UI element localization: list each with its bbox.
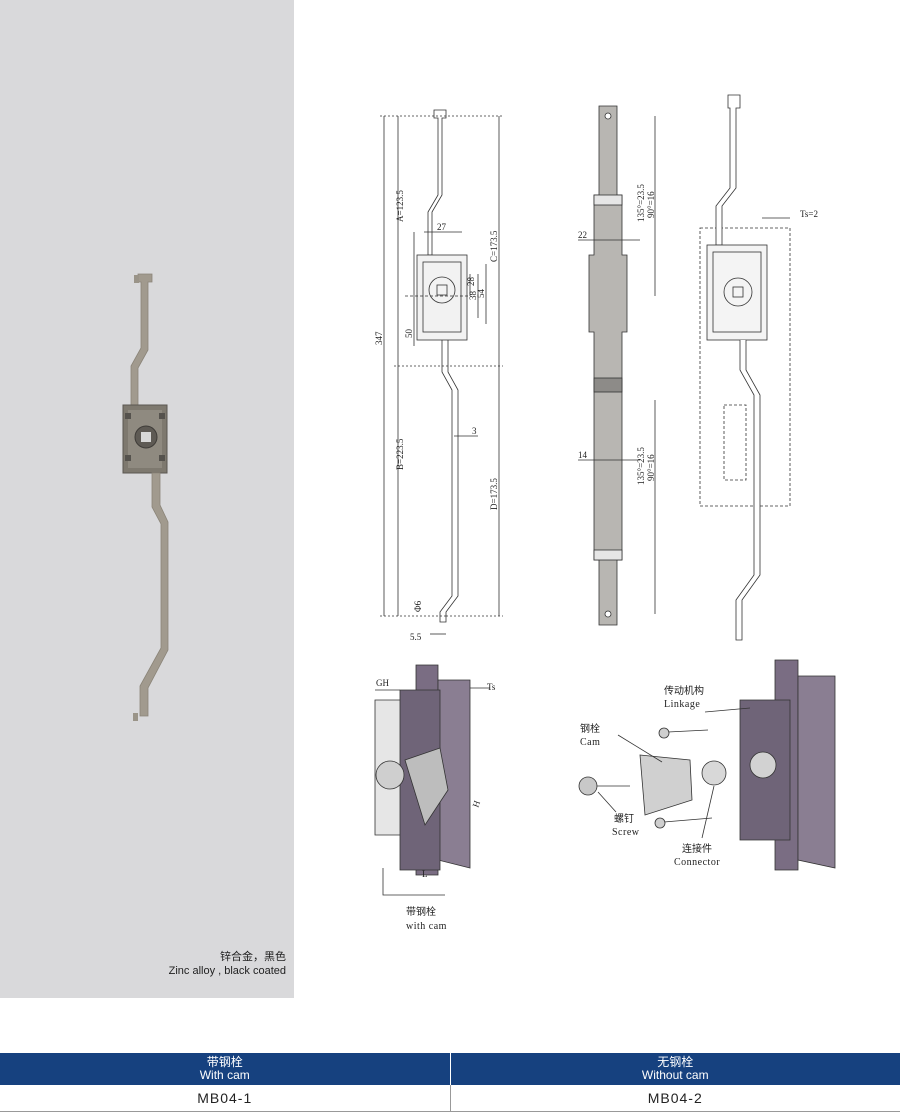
dim-lower-135: 135°=23.5 [636,447,646,485]
with-cam-caption-cn: 带钢栓 [406,905,436,918]
dim-total-length: 347 [374,331,384,345]
dim-50: 50 [404,329,414,339]
detail-left-labels: GH Ts H L 带钢栓 with cam [376,678,496,932]
model-mb04-2: MB04-2 [449,1085,900,1111]
drawing2-dimension-labels: 22 14 135°=23.5 90°=16 135°=23.5 90°=16 [578,184,656,485]
drawing-flat-rod [578,105,656,626]
dim-lower-90: 90°=16 [646,454,656,481]
with-cam-caption-en: with cam [406,921,447,932]
dim-38: 38 [468,291,478,301]
drawing-dimensioned-rod [380,109,503,635]
dim-28: 28 [466,277,476,287]
cam-label-cn: 钢栓 [580,722,600,735]
dim-5-5: 5.5 [410,632,422,642]
dim-width-27: 27 [437,222,447,232]
dim-phi6: Φ6 [413,600,423,612]
gh-label: GH [376,678,389,688]
dim-upper-135: 135°=23.5 [636,184,646,222]
header-with-cam: 带钢栓 With cam [0,1053,450,1085]
model-table-row: MB04-1 MB04-2 [0,1085,900,1112]
dim-d: D=173.5 [489,478,499,510]
drawing-mounted [699,94,791,641]
screw-label-cn: 螺钉 [614,813,634,825]
dim-width-22: 22 [578,230,587,240]
linkage-label-cn: 传动机构 [664,684,704,697]
product-photo [122,273,169,721]
dim-c: C=173.5 [489,230,499,262]
dim-54: 54 [476,289,486,299]
dim-b: B=223.5 [395,438,405,470]
drawing1-dimension-labels: A=123.5 C=173.5 347 27 28 38 54 50 3 B=2… [374,190,499,642]
header-without-cam-en: Without cam [641,1068,709,1082]
detail-exploded [578,659,836,871]
model-mb04-1: MB04-1 [197,1090,253,1106]
detail-right-labels: 传动机构 Linkage 钢栓 Cam 螺钉 Screw 连接件 Connect… [580,684,720,868]
technical-drawings: A=123.5 C=173.5 347 27 28 38 54 50 3 B=2… [294,0,900,998]
drawings-canvas: A=123.5 C=173.5 347 27 28 38 54 50 3 B=2… [374,94,836,932]
dim-upper-90: 90°=16 [646,191,656,218]
dim-thickness-3: 3 [472,426,477,436]
connector-label-cn: 连接件 [682,842,712,855]
header-with-cam-en: With cam [199,1068,250,1082]
material-caption-cn: 锌合金，黑色 [220,951,286,963]
header-without-cam: 无钢栓 Without cam [449,1053,900,1085]
l-label: L [422,869,428,879]
header-without-cam-cn: 无钢栓 [657,1055,694,1069]
screw-label-en: Screw [612,827,640,838]
cam-label-en: Cam [580,737,600,748]
model-table: 带钢栓 With cam 无钢栓 Without cam MB04-1 MB04… [0,1053,900,1112]
linkage-label-en: Linkage [664,699,700,710]
dim-width-14: 14 [578,450,588,460]
model-table-header: 带钢栓 With cam 无钢栓 Without cam [0,1053,900,1085]
material-caption: 锌合金，黑色 Zinc alloy , black coated [169,950,286,978]
material-caption-en: Zinc alloy , black coated [168,965,286,977]
header-with-cam-cn: 带钢栓 [206,1055,243,1069]
ts-label: Ts [487,682,496,692]
ts-2-label: Ts=2 [800,209,818,219]
connector-label-en: Connector [674,857,720,868]
dim-a: A=123.5 [395,190,405,222]
detail-with-cam [374,664,490,896]
product-photo-panel: 锌合金，黑色 Zinc alloy , black coated [0,0,294,998]
h-label: H [470,799,482,809]
